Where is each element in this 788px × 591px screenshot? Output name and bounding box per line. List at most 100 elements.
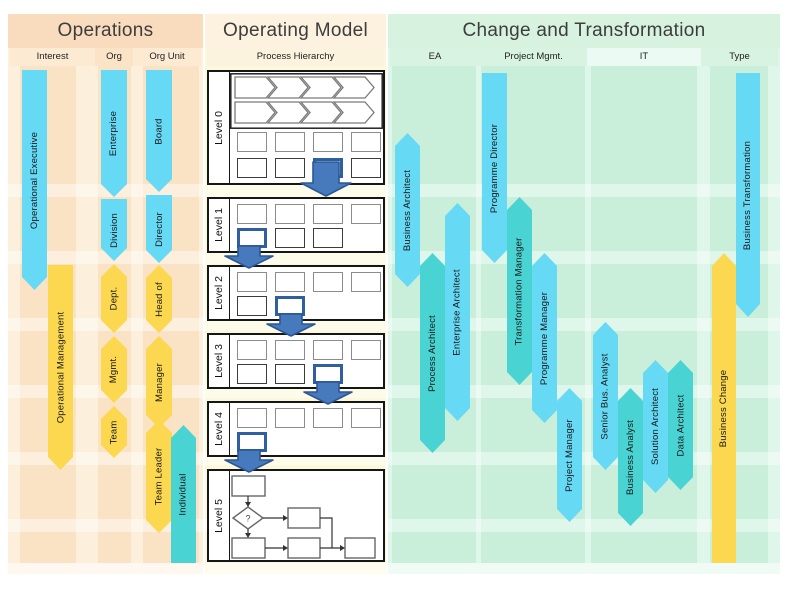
level-box-5: Level 5? (207, 469, 385, 562)
process-cell (237, 272, 267, 292)
process-cell (351, 158, 381, 178)
process-cell (351, 340, 381, 360)
section-bottom-stripe (205, 563, 386, 574)
arrow-label-operational-executive: Operational Executive (29, 131, 41, 229)
arrow-head-of: Head of (146, 265, 172, 333)
arrow-board: Board (146, 70, 172, 192)
arrow-label-director: Director (153, 211, 165, 247)
process-cell (275, 158, 305, 178)
drilldown-arrow-icon (266, 313, 316, 337)
operations-section-title: Operations (8, 14, 203, 48)
arrow-team-leader: Team Leader (146, 420, 172, 533)
process-cell (313, 272, 343, 292)
process-cell (275, 272, 305, 292)
process-cell (237, 340, 267, 360)
column-header-process-hierarchy: Process Hierarchy (207, 48, 384, 66)
process-cell (237, 296, 267, 316)
arrow-division: Division (101, 199, 127, 261)
chevron-process-strip (230, 73, 383, 129)
arrow-dept: Dept. (101, 264, 127, 333)
level-box-3: Level 3 (207, 333, 385, 389)
arrow-enterprise: Enterprise (101, 70, 127, 197)
process-cell (351, 272, 381, 292)
level-label-area-2: Level 2 (209, 267, 230, 319)
row-separator-stripe (388, 251, 780, 264)
column-header-org-unit: Org Unit (133, 48, 201, 66)
arrow-individual: Individual (171, 425, 196, 563)
arrow-label-manager: Manager (153, 362, 165, 402)
arrow-label-division: Division (108, 212, 120, 248)
process-cell (313, 408, 343, 428)
process-cell (237, 158, 267, 178)
process-cell (313, 204, 343, 224)
level-box-4: Level 4 (207, 401, 385, 457)
arrow-programme-manager: Programme Manager (532, 253, 557, 423)
process-cell (275, 132, 305, 152)
arrow-label-business-transformation: Business Transformation (742, 140, 754, 250)
arrow-label-business-change: Business Change (718, 369, 730, 447)
arrow-business-change: Business Change (712, 253, 736, 563)
arrow-transformation-manager: Transformation Manager (507, 197, 532, 385)
process-cell (351, 204, 381, 224)
arrow-director: Director (146, 195, 172, 263)
arrow-mgmt: Mgmt. (101, 336, 127, 403)
level-label-area-3: Level 3 (209, 335, 230, 387)
arrow-business-transformation: Business Transformation (736, 73, 760, 317)
arrow-label-transformation-manager: Transformation Manager (514, 236, 526, 346)
operating-model-section-title: Operating Model (205, 14, 386, 48)
arrow-business-analyst: Business Analyst (618, 388, 643, 526)
column-header-it: IT (587, 48, 701, 66)
arrow-data-architect: Data Architect (668, 360, 693, 490)
drilldown-arrow-icon (224, 449, 274, 473)
arrow-label-business-architect: Business Architect (402, 169, 414, 251)
arrow-business-architect: Business Architect (395, 133, 420, 287)
level-label-5: Level 5 (213, 498, 226, 533)
arrow-label-solution-architect: Solution Architect (650, 387, 662, 466)
process-cell (237, 204, 267, 224)
arrow-label-process-architect: Process Architect (427, 314, 439, 392)
arrow-label-operational-management: Operational Management (55, 311, 67, 424)
section-bottom-stripe (388, 563, 780, 574)
process-cell (275, 364, 305, 384)
arrow-senior-bus-analyst: Senior Bus. Analyst (593, 322, 618, 470)
process-cell (237, 132, 267, 152)
arrow-label-enterprise-architect: Enterprise Architect (452, 268, 463, 356)
svg-text:?: ? (245, 514, 250, 524)
level-label-4: Level 4 (213, 412, 226, 446)
process-cell (237, 364, 267, 384)
process-cell (275, 228, 305, 248)
column-header-org: Org (95, 48, 133, 66)
arrow-label-enterprise: Enterprise (108, 110, 120, 157)
arrow-label-programme-director: Programme Director (489, 123, 500, 213)
process-cell (275, 204, 305, 224)
arrow-label-data-architect: Data Architect (675, 394, 687, 456)
level-label-0: Level 0 (213, 110, 226, 145)
level-label-area-4: Level 4 (209, 403, 230, 455)
row-separator-stripe (205, 184, 386, 197)
process-cell (313, 340, 343, 360)
process-cell (237, 408, 267, 428)
row-separator-stripe (388, 318, 780, 331)
level-label-3: Level 3 (213, 344, 226, 378)
level-label-1: Level 1 (213, 208, 226, 242)
change-section-title: Change and Transformation (388, 14, 780, 48)
level-label-2: Level 2 (213, 276, 226, 310)
arrow-label-programme-manager: Programme Manager (539, 291, 551, 385)
arrow-enterprise-architect: Enterprise Architect (445, 203, 470, 421)
arrow-label-board: Board (153, 117, 165, 145)
level-box-2: Level 2 (207, 265, 385, 321)
arrow-label-senior-bus-analyst: Senior Bus. Analyst (600, 352, 611, 440)
arrow-label-team-leader: Team Leader (153, 447, 165, 506)
column-header-type: Type (701, 48, 778, 66)
row-separator-stripe (388, 184, 780, 197)
process-cell (351, 132, 381, 152)
arrow-label-project-manager: Project Manager (564, 418, 576, 492)
process-cell (275, 408, 305, 428)
arrow-label-individual: Individual (178, 472, 190, 516)
arrow-solution-architect: Solution Architect (643, 360, 668, 493)
level-box-1: Level 1 (207, 197, 385, 253)
column-header-ea: EA (390, 48, 480, 66)
drilldown-arrow-icon (300, 161, 352, 197)
arrow-manager: Manager (146, 336, 172, 428)
level-label-area-1: Level 1 (209, 199, 230, 251)
